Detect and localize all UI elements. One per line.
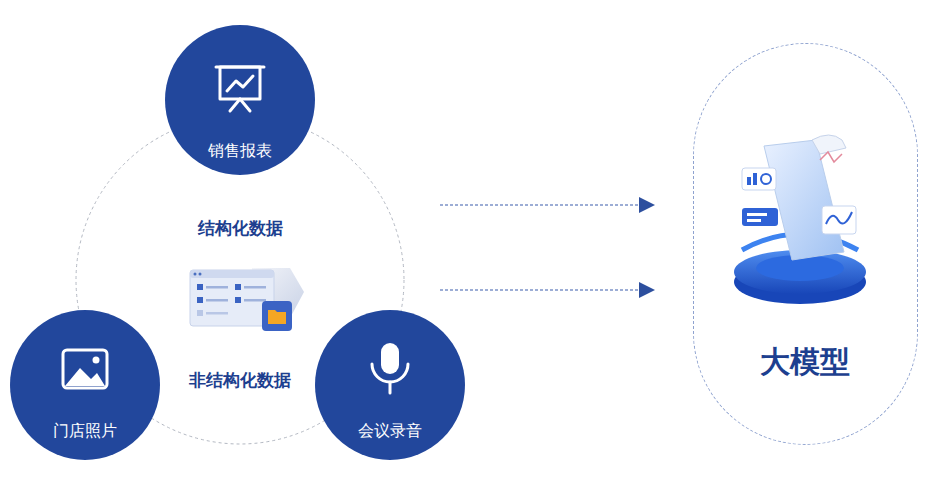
node-label: 销售报表 xyxy=(165,141,315,162)
arrow-head xyxy=(639,282,655,298)
row-line xyxy=(244,286,266,289)
node-label: 结构化数据 xyxy=(75,217,405,239)
source-circle: 门店照片 xyxy=(10,310,160,460)
row-line xyxy=(206,286,228,289)
checkbox xyxy=(197,310,203,316)
node-label: 大模型 xyxy=(694,342,916,381)
checkbox xyxy=(197,297,203,303)
model-capsule: 大模型 xyxy=(693,43,918,445)
window-dot xyxy=(194,273,197,276)
folder-tile xyxy=(262,301,292,331)
node-label: 门店照片 xyxy=(10,421,160,442)
row-line xyxy=(206,299,228,302)
connector-line xyxy=(440,204,640,205)
row-line xyxy=(206,312,228,315)
folder-icon xyxy=(268,310,286,324)
dashed-arrow xyxy=(440,197,655,213)
dashed-arrow xyxy=(440,282,655,298)
source-circle: 会议录音 xyxy=(315,310,465,460)
data-group-ring: 结构化数据非结构化数据销售报表门店照片会议录音 xyxy=(75,115,405,445)
row-line xyxy=(244,299,266,302)
node-label: 会议录音 xyxy=(315,421,465,442)
data-window-illustration xyxy=(190,268,304,331)
checkbox xyxy=(235,297,241,303)
source-circle: 销售报表 xyxy=(165,25,315,175)
window-frame xyxy=(190,270,274,326)
checkbox xyxy=(235,284,241,290)
connector-line xyxy=(440,289,640,290)
hex-shape xyxy=(252,268,304,318)
arrow-head xyxy=(639,197,655,213)
checkbox xyxy=(197,284,203,290)
window-dot xyxy=(199,273,202,276)
window-header xyxy=(190,270,274,278)
